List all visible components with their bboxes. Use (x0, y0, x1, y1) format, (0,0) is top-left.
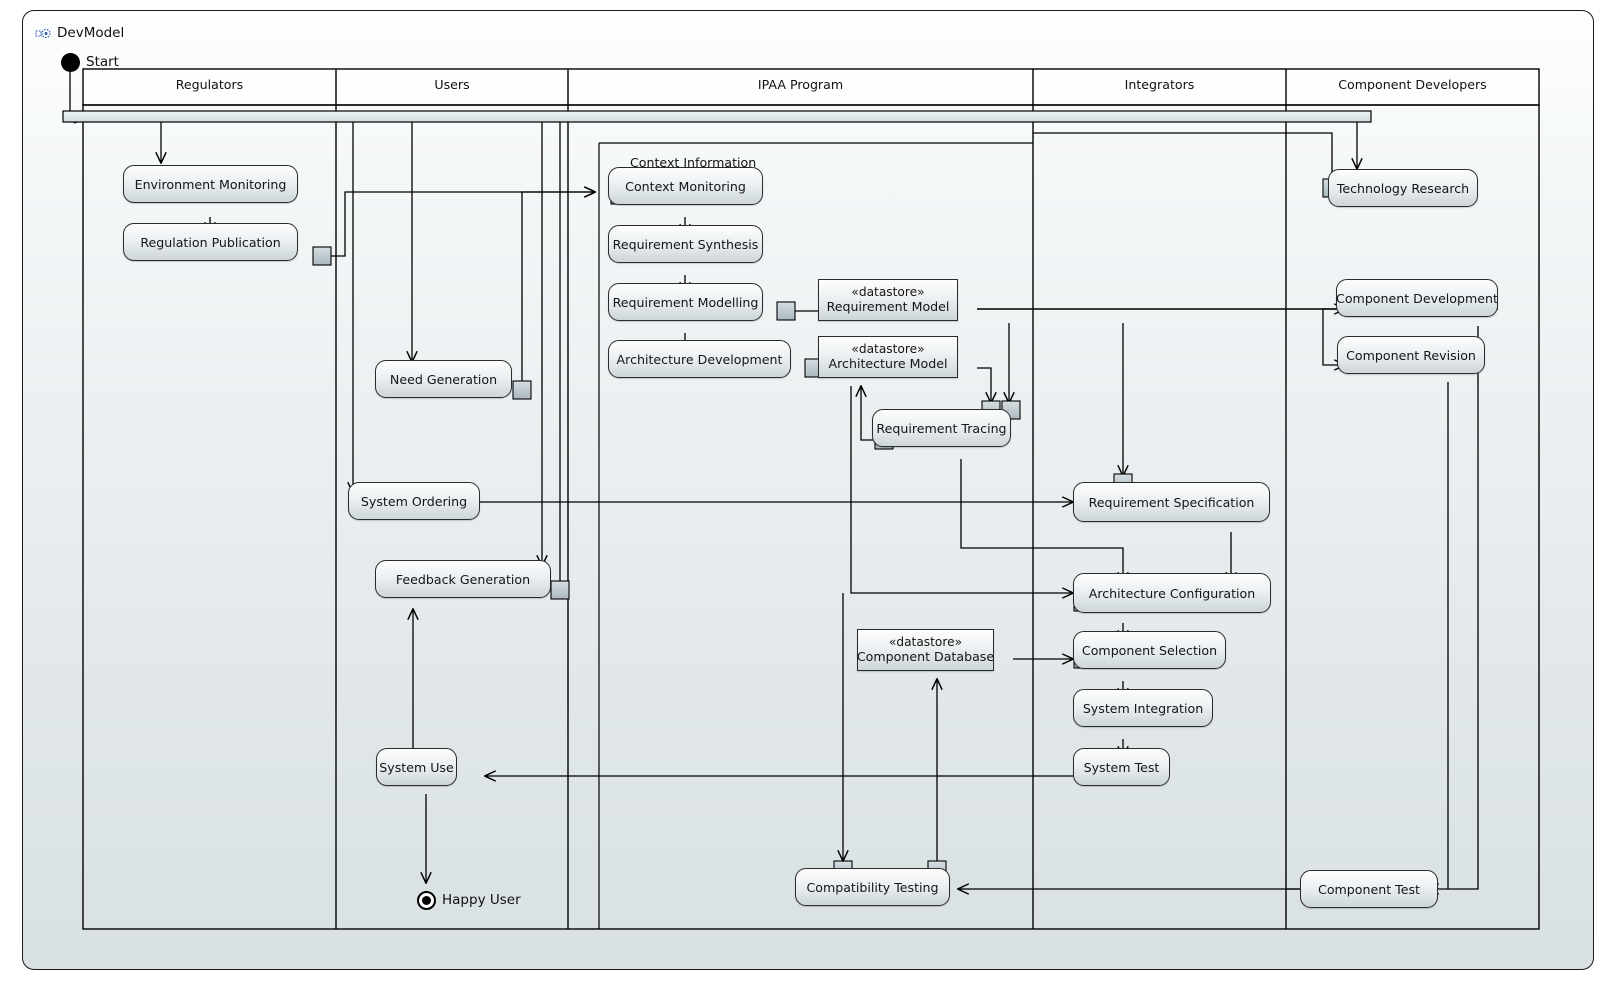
datastore-architecture-model[interactable]: «datastore» Architecture Model (818, 336, 958, 378)
datastore-component-database[interactable]: «datastore» Component Database (857, 629, 994, 671)
interruptible-region-label: Context Information (630, 155, 757, 170)
initial-node (61, 53, 80, 72)
final-node-dot (422, 896, 431, 905)
activity-requirement-specification[interactable]: Requirement Specification (1073, 482, 1270, 522)
activity-requirement-tracing[interactable]: Requirement Tracing (872, 409, 1011, 447)
activity-environment-monitoring[interactable]: Environment Monitoring (123, 165, 298, 203)
lane-title-users: Users (434, 77, 470, 92)
activity-diagram-icon (35, 28, 51, 39)
activity-architecture-development[interactable]: Architecture Development (608, 340, 791, 378)
datastore-name: Architecture Model (828, 355, 948, 371)
activity-compatibility-testing[interactable]: Compatibility Testing (795, 868, 950, 906)
lane-title-regulators: Regulators (175, 77, 244, 92)
activity-requirement-synthesis[interactable]: Requirement Synthesis (608, 225, 763, 263)
activity-need-generation[interactable]: Need Generation (375, 360, 512, 398)
diagram-frame: DevModel Start Context Information (22, 10, 1594, 970)
activity-system-test[interactable]: System Test (1073, 748, 1170, 786)
lane-title-component-developers: Component Developers (1338, 77, 1487, 92)
activity-system-ordering[interactable]: System Ordering (348, 482, 480, 520)
activity-regulation-publication[interactable]: Regulation Publication (123, 223, 298, 261)
datastore-stereotype: «datastore» (851, 285, 925, 300)
activity-component-test[interactable]: Component Test (1300, 870, 1438, 908)
final-node-label: Happy User (442, 892, 521, 908)
activity-system-integration[interactable]: System Integration (1073, 689, 1213, 727)
activity-system-use[interactable]: System Use (376, 748, 457, 786)
diagram-edges-layer (62, 68, 1540, 930)
activity-feedback-generation[interactable]: Feedback Generation (375, 560, 551, 598)
datastore-requirement-model[interactable]: «datastore» Requirement Model (818, 279, 958, 321)
datastore-stereotype: «datastore» (888, 635, 963, 650)
activity-component-selection[interactable]: Component Selection (1073, 631, 1226, 669)
lane-title-ipaa-program: IPAA Program (757, 77, 844, 92)
initial-node-label: Start (86, 54, 119, 70)
activity-context-monitoring[interactable]: Context Monitoring (608, 167, 763, 205)
datastore-name: Requirement Model (826, 298, 950, 314)
page-title: DevModel (57, 25, 125, 41)
activity-architecture-configuration[interactable]: Architecture Configuration (1073, 573, 1271, 613)
activity-requirement-modelling[interactable]: Requirement Modelling (608, 283, 763, 321)
activity-component-development[interactable]: Component Development (1336, 279, 1498, 317)
datastore-stereotype: «datastore» (851, 342, 925, 357)
datastore-name: Component Database (857, 648, 994, 664)
activity-component-revision[interactable]: Component Revision (1337, 336, 1485, 374)
activity-technology-research[interactable]: Technology Research (1328, 169, 1478, 207)
lane-title-integrators: Integrators (1124, 77, 1195, 92)
